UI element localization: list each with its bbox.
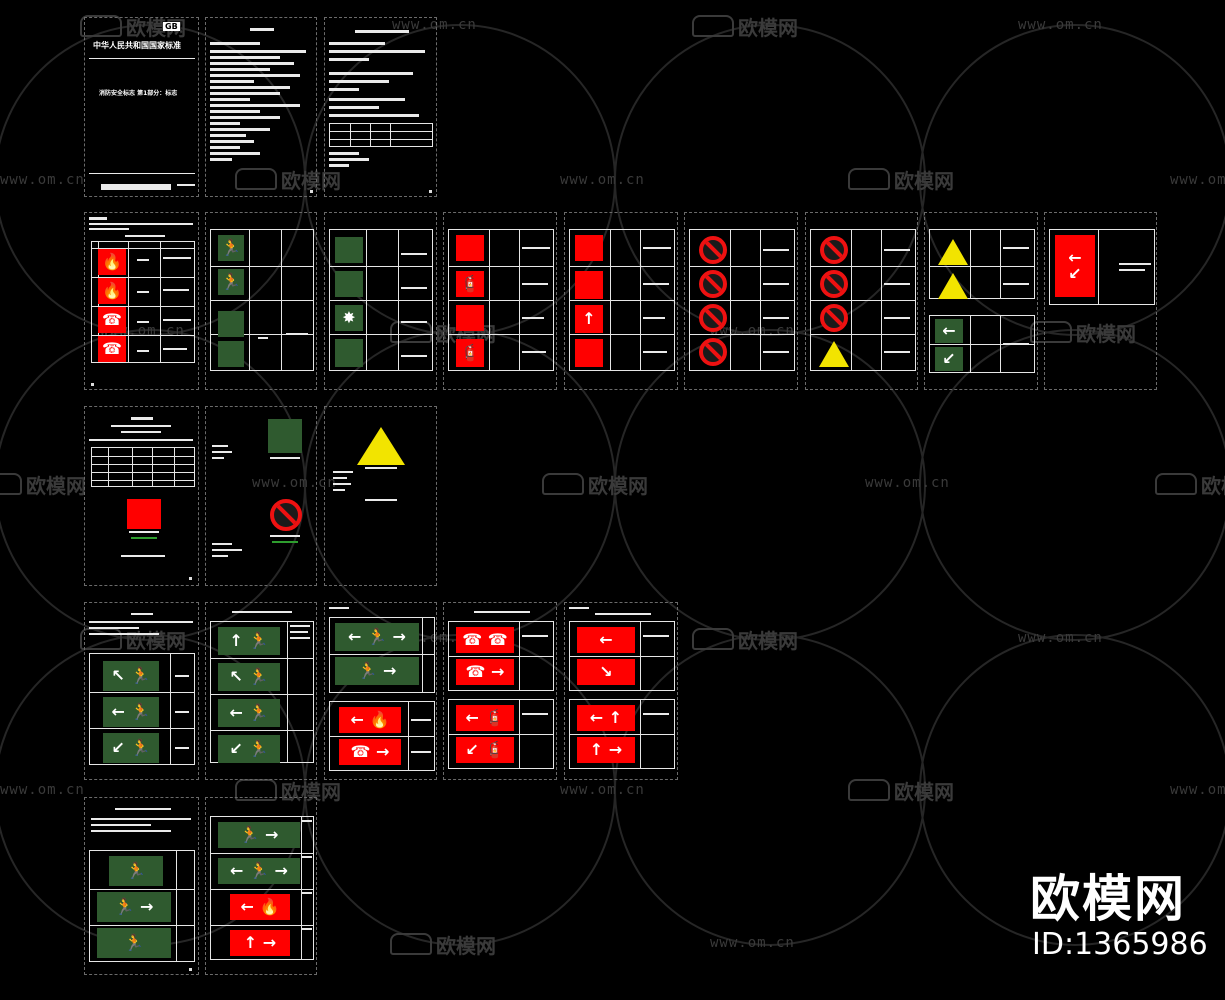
exit-combination-sign: 🏃 (109, 856, 163, 886)
sheet-evacuation-signs[interactable]: ✸ (324, 212, 437, 390)
exit-door-sign (218, 311, 244, 337)
evacuation-sign (335, 271, 363, 297)
model-id-label: ID:1365986 (1032, 927, 1208, 962)
exit-door-sign (218, 341, 244, 367)
no-flammable-sign (699, 338, 727, 366)
fire-pump-sign (575, 271, 603, 299)
exit-direction-sign: ↑ 🏃 (218, 627, 280, 655)
oxidizer-warning-sign (938, 273, 968, 299)
no-obstruction-sign (820, 270, 848, 298)
extinguisher-sign: 🧯 (456, 271, 484, 297)
exit-direction-sign: ← 🏃 (218, 699, 280, 727)
fire-direction-sign: ←↙ (1055, 235, 1095, 297)
fire-equipment-direction-sign: ☎ → (339, 739, 401, 765)
fire-phone-sign: ☎ (98, 307, 126, 333)
sheet-exit-direction-1[interactable]: ↖ 🏃 ← 🏃 ↙ 🏃 (84, 602, 199, 780)
fire-pump-sign (575, 235, 603, 261)
sheet-prohibition-signs[interactable] (684, 212, 798, 390)
sheet-fire-direction-2[interactable]: ← ↘ ← ↑ ↑ → (564, 602, 678, 780)
sheet-installation-2[interactable] (205, 406, 317, 586)
exit-combination-sign: 🏃 → (97, 892, 171, 922)
sheet-fire-direction-1[interactable]: ☎ ☎ ☎ → ← 🧯 ↙ 🧯 (443, 602, 557, 780)
exit-direction-sign: 🏃 → (335, 657, 419, 685)
sheet-exit-signs[interactable]: 🏃 🏃 (205, 212, 317, 390)
no-fire-sign (699, 270, 727, 298)
exit-direction-sign: ↖ 🏃 (218, 663, 280, 691)
sheet-installation-1[interactable] (84, 406, 199, 586)
installed-fire-sign (127, 499, 161, 529)
evacuation-sign: ✸ (335, 305, 363, 331)
extinguisher-direction-sign: ← 🧯 (456, 705, 514, 731)
exit-direction-sign: ↙ 🏃 (103, 733, 159, 763)
fire-ladder-sign (456, 305, 484, 331)
sheet-direction-signs[interactable]: ←↙ (1044, 212, 1157, 390)
standard-logo: GB (163, 22, 180, 31)
evacuation-sign (335, 237, 363, 263)
fire-alarm-direction-sign: ← 🔥 (230, 894, 290, 920)
exit-direction-sign: ← 🏃 → (218, 858, 300, 884)
exit-direction-sign: ← 🏃 (103, 697, 159, 727)
installed-warning-sign (357, 427, 405, 465)
exit-sign: 🏃 (218, 269, 244, 295)
direction-sign: ↙ (935, 347, 963, 371)
fire-equipment-direction-sign: ← 🔥 (339, 707, 401, 733)
no-smoking-sign (699, 236, 727, 264)
exit-sign: 🏃 (218, 235, 244, 261)
evacuation-sign (335, 339, 363, 367)
no-lighter-sign (820, 236, 848, 264)
fire-phone-sign: ☎ (98, 336, 126, 362)
installed-exit-sign (268, 419, 302, 453)
fire-direction-sign: ← (577, 627, 635, 653)
cover-subtitle: 消防安全标志 第1部分：标志 (99, 90, 178, 97)
fire-hydrant-sign (575, 339, 603, 367)
sheet-exit-direction-2[interactable]: ↑ 🏃 ↖ 🏃 ← 🏃 ↙ 🏃 (205, 602, 317, 780)
no-burning-sign (699, 304, 727, 332)
installed-prohibition-sign (270, 499, 302, 531)
sheet-exit-direction-3[interactable]: ← 🏃 → 🏃 → ← 🔥 ☎ → (324, 602, 437, 780)
flammable-warning-sign (819, 341, 849, 367)
fire-alarm-sign: 🔥 (98, 278, 126, 304)
sheet-foreword[interactable] (205, 17, 317, 197)
sheet-combination-1[interactable]: 🏃 🏃 → 🏃 (84, 797, 199, 975)
sheet-warning-signs[interactable]: ← ↙ (924, 212, 1038, 390)
sheet-scope[interactable] (324, 17, 437, 197)
brand-logo: 欧模网 (1030, 870, 1186, 928)
fire-hydrant-direction-sign: ↑ → (577, 737, 635, 763)
sheet-fire-equipment-signs[interactable]: 🧯 🧯 (443, 212, 557, 390)
no-lock-sign (820, 304, 848, 332)
cover-title: 中华人民共和国国家标准 (93, 41, 181, 50)
sheet-cover[interactable]: GB 中华人民共和国国家标准 消防安全标志 第1部分：标志 (84, 17, 199, 197)
exit-direction-sign: 🏃 → (218, 822, 300, 848)
explosive-warning-sign (938, 239, 968, 265)
sheet-fire-alarm-signs[interactable]: 🔥 🔥 ☎ ☎ (84, 212, 199, 390)
fire-hydrant-sign: ↑ (575, 305, 603, 333)
fire-phone-direction-sign: ☎ → (456, 659, 514, 685)
exit-direction-sign: ← 🏃 → (335, 623, 419, 651)
sheet-prohibition-signs-2[interactable] (805, 212, 918, 390)
sheet-fire-pump-signs[interactable]: ↑ (564, 212, 678, 390)
sheet-installation-3[interactable] (324, 406, 437, 586)
fire-hydrant-direction-sign: ← ↑ (577, 705, 635, 731)
exit-direction-sign: ↖ 🏃 (103, 661, 159, 691)
fire-hose-sign (456, 235, 484, 261)
fire-alarm-sign: 🔥 (98, 249, 126, 275)
fire-hydrant-direction-sign: ↑ → (230, 930, 290, 956)
exit-direction-sign: ↙ 🏃 (218, 735, 280, 763)
direction-sign: ← (935, 319, 963, 343)
sheet-combination-2[interactable]: 🏃 → ← 🏃 → ← 🔥 ↑ → (205, 797, 317, 975)
exit-combination-sign: 🏃 (97, 928, 171, 958)
fire-phone-direction-sign: ☎ ☎ (456, 627, 514, 653)
extinguisher-direction-sign: ↙ 🧯 (456, 737, 514, 763)
fire-extinguisher-sign: 🧯 (456, 339, 484, 367)
fire-direction-sign: ↘ (577, 659, 635, 685)
